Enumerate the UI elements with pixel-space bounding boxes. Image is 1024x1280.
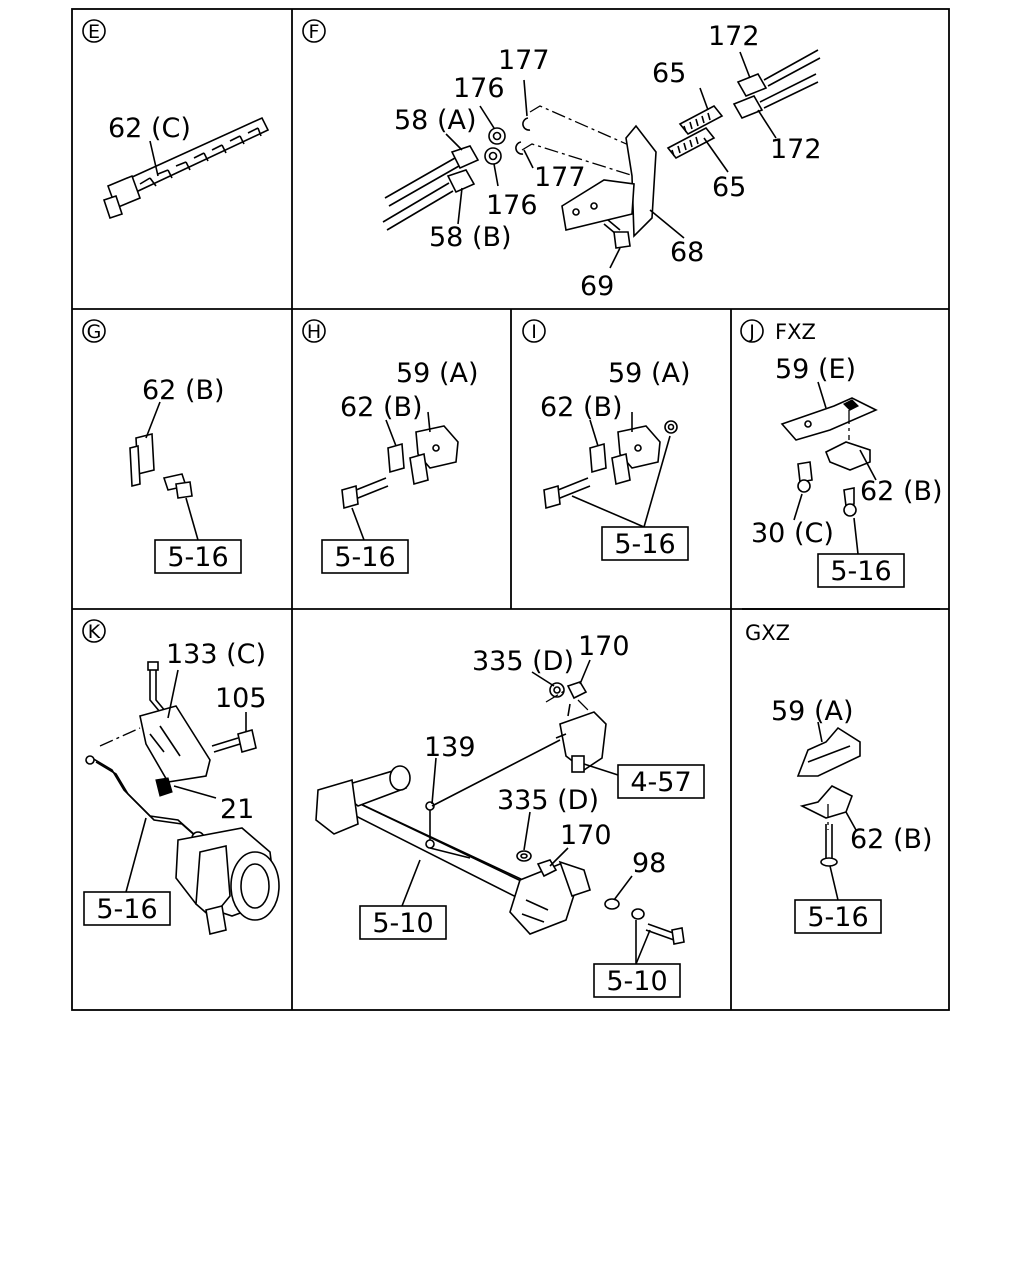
ref-box [794,899,882,934]
leader-line [571,495,645,528]
ref-5-16: 5-16 [807,902,868,933]
leader-line [853,517,859,555]
callout-98: 98 [632,848,666,879]
callout-58b: 58 (B) [429,222,512,253]
clip-62b-g-drawing [129,432,193,499]
callout-62b: 62 (B) [860,476,943,507]
leader-line [643,435,671,528]
variant-label-fxz: FXZ [775,320,816,344]
leader-line [173,785,217,799]
bracket-59e-drawing [780,397,878,517]
leader-line [589,419,599,447]
ref-5-16: 5-16 [167,542,228,573]
leader-line [427,411,431,433]
leader-line [845,811,857,831]
leader-line [145,401,161,439]
callout-170-bottom: 170 [560,820,612,851]
ref-5-16: 5-16 [96,894,157,925]
section-marker-g: G [82,319,106,343]
section-marker-i: I [522,319,546,343]
axle-valve-drawing [315,681,685,945]
middle-panel-leaders [401,659,651,965]
ref-box [817,553,905,588]
ref-box [154,539,242,574]
callout-176-top: 176 [453,73,505,104]
cable-tie-drawing [102,116,270,220]
section-marker-h: H [302,319,326,343]
section-marker-e: E [82,19,106,43]
callout-62b: 62 (B) [142,375,225,406]
ref-box [593,963,681,998]
ref-5-16: 5-16 [334,542,395,573]
valve-motor-drawing [85,661,280,935]
panel-f-leaders [445,51,777,269]
callout-59e: 59 (E) [775,354,856,385]
callout-172-top: 172 [708,21,760,52]
ref-box [601,526,689,561]
section-marker-k: K [82,619,106,643]
leader-line [149,140,159,177]
callout-21: 21 [220,794,254,825]
svg-text:J: J [748,321,755,343]
pipe-bracket-drawing [382,49,821,249]
svg-text:F: F [309,21,320,43]
callout-133c: 133 (C) [166,639,266,670]
ref-box [359,905,447,940]
leader-line [817,381,827,409]
leader-line [167,669,179,719]
callout-68: 68 [670,237,704,268]
leader-line [793,493,803,521]
callout-58a: 58 (A) [394,105,476,136]
callout-177-top: 177 [498,45,550,76]
ref-box [321,539,409,574]
svg-text:H: H [307,321,321,343]
callout-177-bottom: 177 [534,162,586,193]
leader-line [817,721,823,743]
callout-170-top: 170 [578,631,630,662]
ref-5-10: 5-10 [606,966,667,997]
callout-176-bottom: 176 [486,190,538,221]
leader-line [125,817,147,893]
svg-text:I: I [531,321,537,343]
callout-62b: 62 (B) [540,392,623,423]
ref-4-57: 4-57 [630,767,691,798]
bracket-gxz-drawing [796,726,861,867]
ref-5-16: 5-16 [830,556,891,587]
section-marker-f: F [302,19,326,43]
clip-bracket-i-drawing [543,420,678,510]
leader-line [185,497,199,541]
callout-59a: 59 (A) [771,696,853,727]
ref-box [83,891,171,926]
variant-label-gxz: GXZ [745,621,790,645]
callout-30c: 30 (C) [751,518,834,549]
ref-5-16: 5-16 [614,529,675,560]
svg-text:K: K [88,621,101,643]
ref-box [617,764,705,799]
leader-line [351,507,365,541]
clip-bracket-h-drawing [341,425,459,510]
callout-335d-top: 335 (D) [472,646,574,677]
svg-text:E: E [88,21,100,43]
leader-line [385,419,397,447]
callout-62c: 62 (C) [108,113,191,144]
leader-line [829,865,839,901]
callout-335d-bottom: 335 (D) [497,785,599,816]
callout-62b: 62 (B) [850,824,933,855]
callout-59a: 59 (A) [396,358,478,389]
callout-69: 69 [580,271,614,302]
panel-grid [71,8,950,1011]
callout-139: 139 [424,732,476,763]
callout-105: 105 [215,683,267,714]
callout-65-bottom: 65 [712,172,746,203]
callout-62b: 62 (B) [340,392,423,423]
leader-line [859,449,877,481]
callout-59a: 59 (A) [608,358,690,389]
svg-text:G: G [87,321,102,343]
section-marker-j: J [740,319,764,343]
callout-65-top: 65 [652,58,686,89]
ref-5-10: 5-10 [372,908,433,939]
callout-172-bottom: 172 [770,134,822,165]
